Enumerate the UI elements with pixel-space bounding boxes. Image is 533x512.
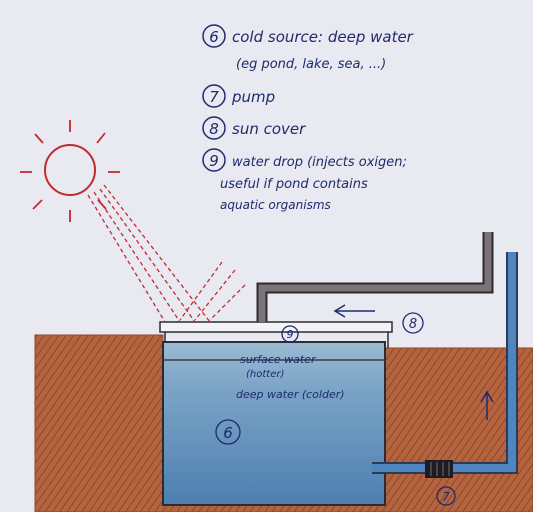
legend-number: 7	[209, 88, 219, 106]
marker-water-drop: 9	[281, 325, 299, 343]
sun-rays	[20, 120, 120, 222]
legend-text: cold source: deep water	[232, 28, 414, 46]
legend-text: water drop (injects oxigen;	[232, 155, 407, 170]
legend-item-cold-source: 6 cold source: deep water (eg pond, lake…	[202, 24, 414, 72]
label-surface-water: surface water	[240, 353, 317, 366]
legend-number: 6	[209, 28, 219, 46]
marker-cold-source-number: 6	[223, 424, 233, 442]
legend-text: sun cover	[232, 120, 306, 138]
legend: 6 cold source: deep water (eg pond, lake…	[202, 24, 414, 212]
sunlight-beams	[87, 184, 246, 323]
legend-text: aquatic organisms	[220, 198, 331, 212]
pump	[425, 460, 453, 478]
return-pipe	[256, 232, 494, 322]
marker-pump: 7	[436, 486, 456, 506]
label-deep-water: deep water (colder)	[236, 388, 345, 401]
legend-item-water-drop: 9 water drop (injects oxigen; useful if …	[202, 148, 407, 212]
legend-text: pump	[231, 88, 275, 106]
sun-icon	[44, 144, 96, 196]
marker-sun-cover: 8	[402, 312, 424, 334]
label-surface-hotter: (hotter)	[246, 369, 284, 380]
marker-water-drop-number: 9	[287, 328, 294, 341]
legend-number: 9	[209, 152, 219, 170]
legend-number: 8	[209, 120, 219, 138]
sun-cover	[159, 321, 393, 333]
legend-text: (eg pond, lake, sea, ...)	[236, 57, 386, 72]
marker-pump-number: 7	[442, 490, 450, 504]
pond-water	[162, 341, 386, 506]
legend-item-pump: 7 pump	[202, 84, 275, 108]
marker-cold-source: 6	[215, 419, 241, 445]
legend-item-sun-cover: 8 sun cover	[202, 116, 306, 140]
marker-sun-cover-number: 8	[409, 317, 417, 332]
legend-text: useful if pond contains	[220, 177, 368, 192]
